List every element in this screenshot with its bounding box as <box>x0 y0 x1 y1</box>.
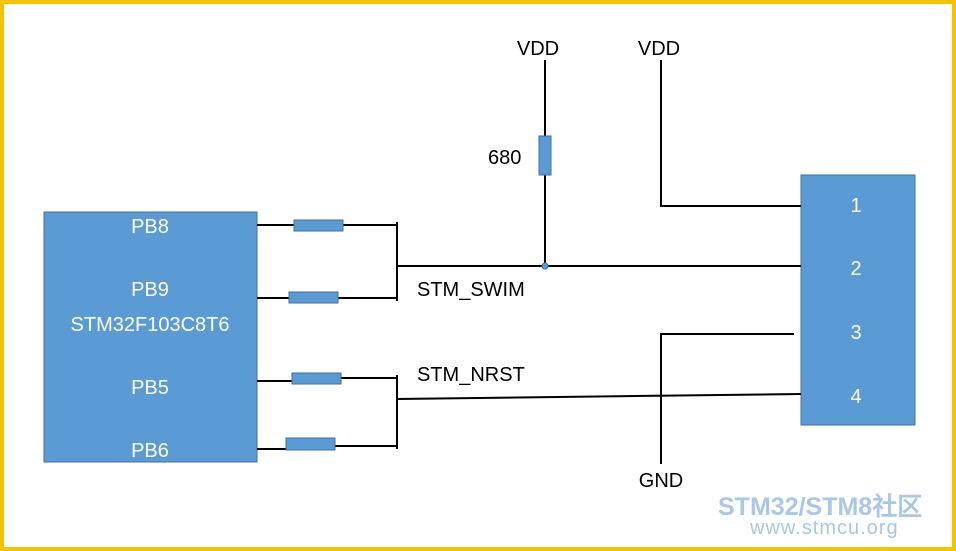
mcu-part-name: STM32F103C8T6 <box>71 314 230 336</box>
resistor-pb8 <box>293 219 344 232</box>
connector-block <box>800 174 916 426</box>
resistor-pb5 <box>291 372 342 385</box>
watermark-line2: www.stmcu.org <box>749 517 899 539</box>
wire-nrst-net <box>396 393 802 400</box>
connector-pin-3-label: 3 <box>850 322 861 344</box>
mcu-pin-pb9-label: PB9 <box>131 279 169 301</box>
connector-pin-2-label: 2 <box>850 258 861 280</box>
mcu-pin-pb8-label: PB8 <box>131 216 169 238</box>
pullup-value-label: 680 <box>488 147 521 169</box>
mcu-pin-pb6-label: PB6 <box>131 440 169 462</box>
swim-net-label: STM_SWIM <box>417 279 525 301</box>
mcu-block <box>43 211 258 463</box>
vdd-left-label: VDD <box>517 38 559 60</box>
gnd-label: GND <box>639 470 683 492</box>
nrst-net-label: STM_NRST <box>417 364 525 386</box>
connector-pin-1-label: 1 <box>850 195 861 217</box>
wire-gnd <box>660 333 794 464</box>
vdd-right-label: VDD <box>638 38 680 60</box>
resistor-pb6 <box>285 437 336 451</box>
wires <box>257 60 802 464</box>
swim-junction-dot <box>541 262 549 270</box>
mcu-pin-pb5-label: PB5 <box>131 377 169 399</box>
resistor-pullup-680 <box>538 135 552 176</box>
connector-pin-4-label: 4 <box>850 386 861 408</box>
wire-vdd-right <box>660 60 801 207</box>
watermark-line1: STM32/STM8社区 <box>718 492 922 521</box>
resistor-pb9 <box>288 291 339 304</box>
